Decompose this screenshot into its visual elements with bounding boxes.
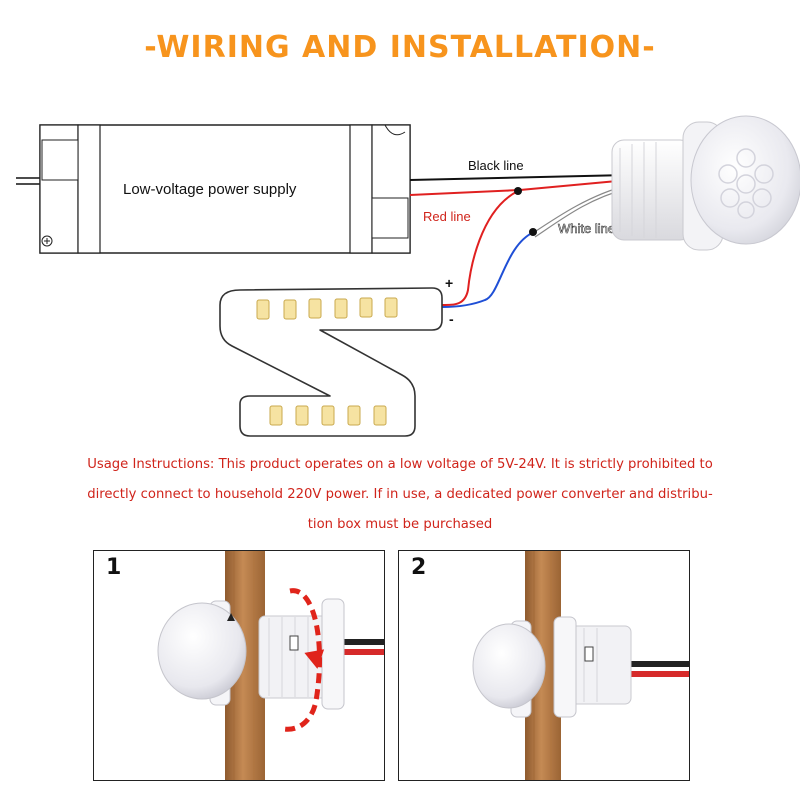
black-wire xyxy=(409,174,629,181)
led-chip xyxy=(295,405,309,426)
pir-sensor-icon xyxy=(611,115,800,251)
locking-nut-icon xyxy=(553,616,577,718)
locking-nut-icon xyxy=(321,598,345,710)
led-chip xyxy=(283,299,297,320)
blue-wire xyxy=(441,231,535,308)
install-step-2-panel: 2 xyxy=(398,550,690,781)
led-chip xyxy=(373,405,387,426)
white-line-label: White line xyxy=(558,221,615,236)
sensor-dome-icon xyxy=(472,623,546,709)
led-chip xyxy=(269,405,283,426)
usage-line: tion box must be purchased xyxy=(307,517,493,532)
usage-line: Usage Instructions: This product operate… xyxy=(87,457,713,472)
white-junction-dot xyxy=(529,228,537,236)
wires xyxy=(409,174,629,308)
install-step-2-illustration xyxy=(472,551,689,780)
usage-line: directly connect to household 220V power… xyxy=(87,487,713,502)
step-number: 2 xyxy=(411,555,427,580)
rotate-arrow-icon xyxy=(283,588,323,732)
led-chip xyxy=(321,405,335,426)
page-title: -WIRING AND INSTALLATION- xyxy=(144,30,656,65)
black-line-label: Black line xyxy=(468,158,524,173)
sensor-thread-icon xyxy=(258,615,335,699)
led-chip xyxy=(347,405,361,426)
usage-instructions: Usage Instructions: This product operate… xyxy=(60,450,740,540)
red-line-label: Red line xyxy=(423,209,471,224)
led-chip xyxy=(308,298,322,319)
wiring-diagram: Low-voltage power supply Black line Red … xyxy=(16,115,800,437)
led-chip xyxy=(334,298,348,319)
power-supply-label: Low-voltage power supply xyxy=(123,181,297,198)
minus-terminal-label: - xyxy=(449,311,454,327)
led-chip xyxy=(359,297,373,318)
power-supply: Low-voltage power supply xyxy=(16,124,411,254)
red-junction-dot xyxy=(514,187,522,195)
step-number: 1 xyxy=(106,555,122,580)
led-chip xyxy=(256,299,270,320)
install-step-1-illustration xyxy=(157,551,384,780)
led-strip xyxy=(219,287,443,437)
install-step-1-panel: 1 xyxy=(93,550,385,781)
sensor-dome-icon xyxy=(157,602,247,700)
led-chip xyxy=(384,297,398,318)
plus-terminal-label: + xyxy=(445,275,453,291)
